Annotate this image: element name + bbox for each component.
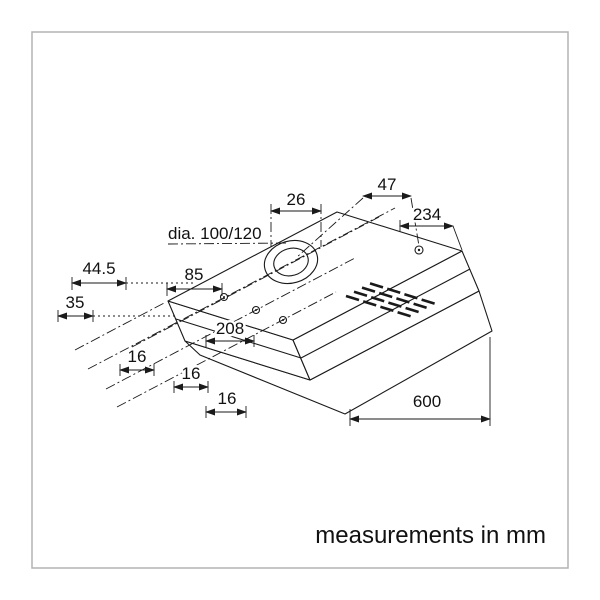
dimension-47: 47 bbox=[296, 173, 420, 258]
centerline-hole-1 bbox=[87, 207, 396, 370]
dimension-label-35: 35 bbox=[66, 293, 85, 312]
hood-top-face bbox=[167, 211, 463, 341]
dimension-label-44-5: 44.5 bbox=[82, 259, 115, 278]
dimension-16-2: 16 bbox=[173, 362, 209, 393]
screw-hole-right bbox=[414, 245, 424, 255]
dimension-35: 35 bbox=[57, 291, 178, 322]
dimension-600: 600 bbox=[349, 337, 491, 426]
dimension-16-1: 16 bbox=[119, 345, 155, 376]
dimension-label-234: 234 bbox=[413, 205, 441, 224]
centerline-collar bbox=[131, 216, 380, 348]
dimension-label-16-1: 16 bbox=[128, 347, 147, 366]
measurements-note: measurements in mm bbox=[315, 522, 546, 549]
dimension-label-16-3: 16 bbox=[218, 389, 237, 408]
leader-line bbox=[167, 242, 290, 245]
dimension-26: 26 bbox=[270, 188, 322, 247]
screw-hole-right-center bbox=[417, 248, 421, 252]
mounting-hole-3 bbox=[278, 315, 288, 325]
centerline-hole-3 bbox=[116, 291, 337, 408]
dimension-label-26: 26 bbox=[287, 190, 306, 209]
dimension-234: 234 bbox=[399, 203, 463, 251]
dimension-duct-diameter: dia. 100/120 bbox=[166, 222, 290, 246]
extension-line bbox=[452, 225, 463, 251]
cooker-hood-drawing bbox=[167, 211, 493, 415]
exhaust-collar-outer bbox=[263, 239, 319, 285]
dimension-85: 85 bbox=[166, 263, 223, 296]
dimension-label-600: 600 bbox=[413, 392, 441, 411]
dimension-label-85: 85 bbox=[185, 265, 204, 284]
dimension-44-5: 44.5 bbox=[71, 257, 196, 290]
dimension-label-208: 208 bbox=[216, 319, 244, 338]
vent-grille-slats bbox=[345, 282, 435, 318]
mounting-hole-2 bbox=[251, 305, 261, 315]
centerline-hole-2 bbox=[105, 257, 356, 390]
dimension-label-16-2: 16 bbox=[182, 364, 201, 383]
hood-visor-bend-line bbox=[175, 268, 471, 359]
dimension-label-47: 47 bbox=[378, 175, 397, 194]
hole-centerlines bbox=[74, 207, 396, 408]
extension-line bbox=[410, 197, 420, 247]
dimension-208: 208 bbox=[205, 317, 255, 347]
centerline-edge bbox=[74, 301, 167, 351]
dimension-16-3: 16 bbox=[205, 387, 247, 418]
extension-line bbox=[296, 197, 364, 258]
mounting-hole-1 bbox=[219, 292, 229, 302]
exhaust-collar-inner bbox=[273, 247, 309, 277]
dimension-label-duct-diameter: dia. 100/120 bbox=[168, 224, 262, 243]
